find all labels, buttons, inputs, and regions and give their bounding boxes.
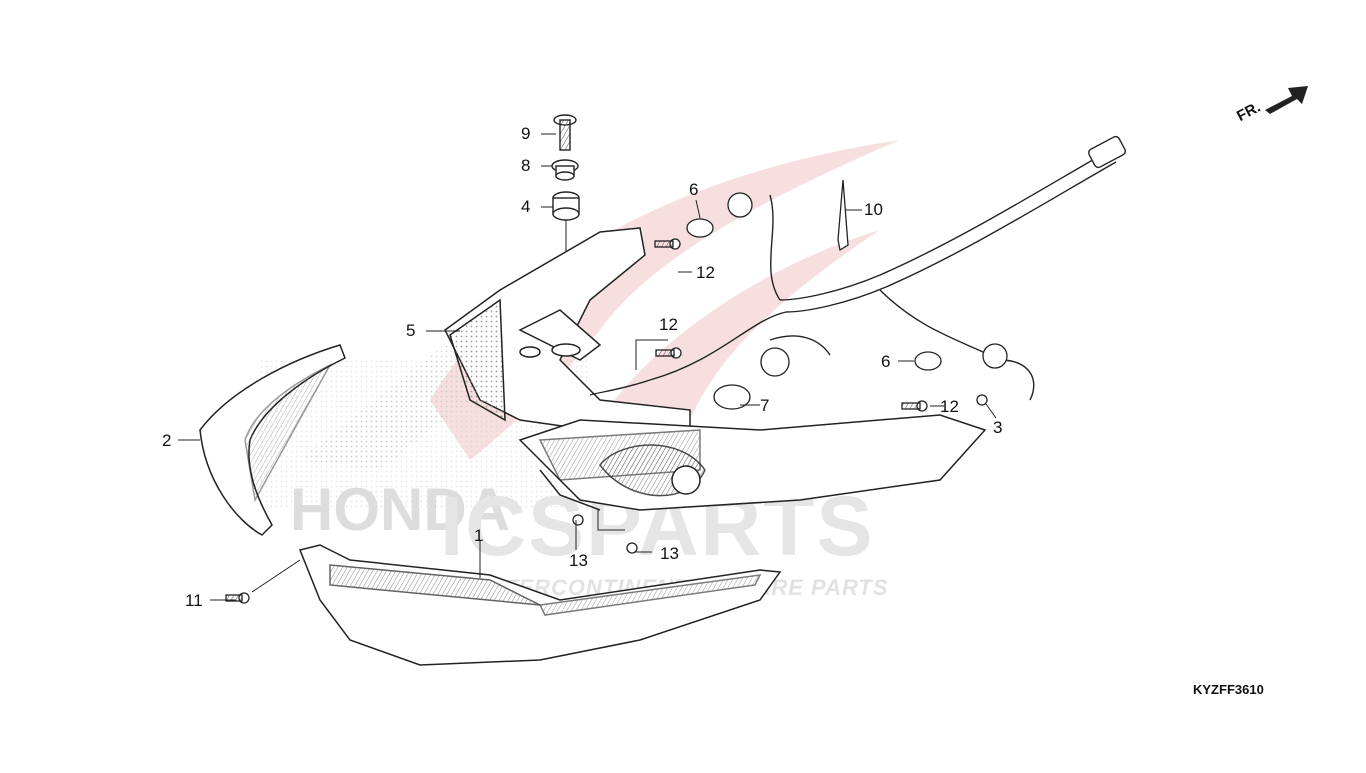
callout-13-right: 13 [660, 544, 679, 563]
callout-9: 9 [521, 124, 531, 143]
callout-6-lower: 6 [881, 352, 891, 371]
bolt-icon [553, 114, 577, 151]
wire-harness-icon [589, 135, 1126, 401]
callout-1: 1 [474, 526, 484, 545]
watermark-brand-faint: HONDA [290, 476, 510, 543]
diagram-code: KYZFF3610 [1193, 682, 1264, 697]
callout-13-left: 13 [569, 551, 588, 570]
callout-6-upper: 6 [689, 180, 699, 199]
tail-lens-icon [518, 414, 987, 511]
callout-8: 8 [521, 156, 531, 175]
leader-lines [178, 133, 997, 601]
callout-4: 4 [521, 197, 531, 216]
front-direction-arrow-icon [1265, 86, 1308, 114]
grommet-icon [552, 191, 580, 350]
side-cover-icon [199, 344, 346, 536]
callout-5: 5 [406, 321, 416, 340]
rear-housing-icon [444, 227, 691, 431]
washer-icon [551, 159, 579, 181]
screw-icon [225, 179, 988, 604]
callout-10: 10 [864, 200, 883, 219]
callout-12-middle: 12 [659, 315, 678, 334]
callout-3: 3 [993, 418, 1003, 437]
callout-2: 2 [162, 431, 172, 450]
callout-7: 7 [760, 396, 770, 415]
lower-lens-icon [298, 544, 782, 666]
callout-11: 11 [185, 591, 203, 610]
callout-12-right: 12 [940, 397, 959, 416]
socket-icon [727, 192, 1008, 377]
callout-12-upper: 12 [696, 263, 715, 282]
bulb-icon [686, 218, 942, 410]
